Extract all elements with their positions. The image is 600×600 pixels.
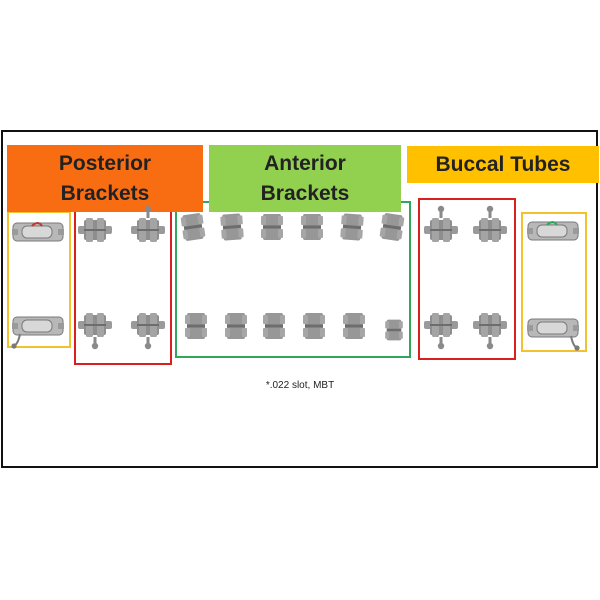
buccal-tubes-label-text: Buccal Tubes [435, 152, 571, 176]
posterior-bracket-lower-left-2 [131, 313, 165, 351]
buccal-tube-box-right [521, 212, 587, 352]
buccal-tube-box-left [7, 211, 71, 348]
anterior-bracket-lower-3 [263, 313, 285, 339]
posterior-bracket-lower-right-2 [473, 313, 507, 351]
anterior-bracket-lower-6 [385, 319, 403, 341]
anterior-bracket-upper-3 [261, 214, 283, 240]
buccal-tube-upper-left [11, 222, 65, 242]
posterior-bracket-upper-left-2 [131, 204, 165, 242]
posterior-bracket-upper-left-1 [78, 218, 112, 242]
posterior-brackets-label-text: Posterior Brackets [58, 151, 152, 205]
slot-footnote: *.022 slot, MBT [265, 380, 335, 391]
buccal-tubes-label: Buccal Tubes [407, 146, 599, 183]
anterior-bracket-lower-2 [225, 313, 247, 339]
anterior-bracket-upper-4 [301, 214, 323, 240]
anterior-brackets-label-text: Anterior Brackets [260, 151, 350, 205]
anterior-bracket-lower-1 [185, 313, 207, 339]
anterior-bracket-upper-1 [180, 212, 206, 242]
posterior-bracket-box-right [418, 198, 516, 360]
anterior-bracket-lower-5 [343, 313, 365, 339]
posterior-bracket-lower-right-1 [424, 313, 458, 351]
posterior-brackets-label: Posterior Brackets [7, 145, 203, 212]
anterior-bracket-lower-4 [303, 313, 325, 339]
buccal-tube-lower-left [11, 316, 65, 349]
buccal-tube-upper-right [526, 221, 580, 241]
posterior-bracket-upper-right-1 [424, 204, 458, 242]
posterior-bracket-lower-left-1 [78, 313, 112, 351]
anterior-brackets-label: Anterior Brackets [209, 145, 401, 212]
anterior-bracket-upper-6 [379, 212, 405, 242]
buccal-tube-lower-right [526, 318, 580, 351]
anterior-bracket-upper-5 [340, 213, 364, 241]
anterior-bracket-upper-2 [220, 213, 244, 241]
posterior-bracket-upper-right-2 [473, 204, 507, 242]
